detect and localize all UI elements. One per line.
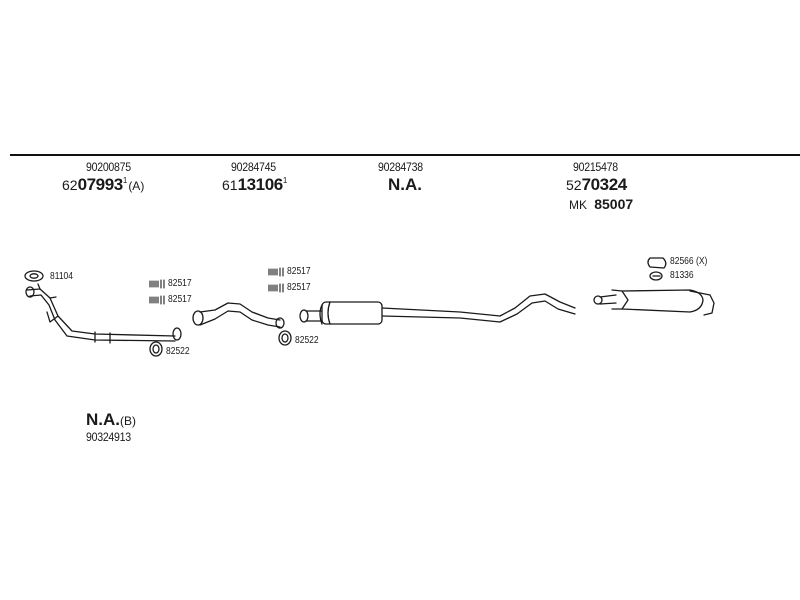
label-clamp-b1: 82517 bbox=[287, 266, 311, 277]
group-4-mk-number: MK 85007 bbox=[569, 196, 633, 212]
label-clip-rear: 81336 bbox=[670, 270, 694, 281]
clamp-a2-icon bbox=[149, 295, 165, 305]
group-4-ref-number: 5270324 bbox=[566, 175, 627, 195]
clamp-b2-icon bbox=[268, 283, 284, 293]
section-divider bbox=[10, 154, 800, 156]
group-4-mk-prefix: MK bbox=[569, 198, 587, 212]
group-4-ref-prefix: 52 bbox=[566, 177, 582, 193]
center-muffler-icon bbox=[299, 293, 576, 325]
intermediate-pipe-icon bbox=[192, 302, 285, 329]
footer-na-suffix: (B) bbox=[120, 414, 136, 428]
group-4-mk-value: 85007 bbox=[594, 196, 634, 212]
label-gasket-front: 81104 bbox=[50, 271, 74, 282]
group-1-ref-prefix: 62 bbox=[62, 177, 78, 193]
group-1-ref-main: 07993 bbox=[77, 175, 124, 194]
label-clamp-b2: 82517 bbox=[287, 282, 311, 293]
hanger-rear-icon bbox=[647, 257, 667, 269]
group-1-ref-number: 62079931(A) bbox=[62, 175, 144, 195]
group-3-oem-number: 90284738 bbox=[378, 160, 423, 174]
group-2-ref-prefix: 61 bbox=[222, 177, 238, 193]
group-1-ref-suffix: (A) bbox=[128, 179, 145, 193]
front-pipe-icon bbox=[25, 283, 182, 344]
footer-oem-number: 90324913 bbox=[86, 430, 131, 444]
clamp-b1-icon bbox=[268, 267, 284, 277]
group-1-ref-sup: 1 bbox=[122, 176, 128, 185]
group-3-na-label: N.A. bbox=[388, 175, 422, 194]
label-clamp-a2: 82517 bbox=[168, 294, 192, 305]
rear-muffler-icon bbox=[593, 289, 715, 316]
group-2-ref-main: 13106 bbox=[237, 175, 284, 194]
label-clamp-a1: 82517 bbox=[168, 278, 192, 289]
clamp-a1-icon bbox=[149, 279, 165, 289]
group-4-oem-number: 90215478 bbox=[573, 160, 618, 174]
group-4-ref-main: 70324 bbox=[581, 175, 628, 194]
gasket-front-icon bbox=[24, 270, 44, 282]
group-2-oem-number: 90284745 bbox=[231, 160, 276, 174]
group-1-oem-number: 90200875 bbox=[86, 160, 131, 174]
footer-na-label: N.A.(B) bbox=[86, 410, 136, 430]
group-2-ref-number: 61131061 bbox=[222, 175, 288, 195]
ring-b-icon bbox=[278, 330, 292, 346]
clip-rear-icon bbox=[649, 271, 663, 281]
label-hanger-rear: 82566 (X) bbox=[670, 256, 708, 267]
ring-a-icon bbox=[149, 341, 163, 357]
footer-na-text: N.A. bbox=[86, 410, 120, 429]
group-2-ref-sup: 1 bbox=[282, 176, 288, 185]
label-ring-b: 82522 bbox=[295, 335, 319, 346]
label-ring-a: 82522 bbox=[166, 346, 190, 357]
